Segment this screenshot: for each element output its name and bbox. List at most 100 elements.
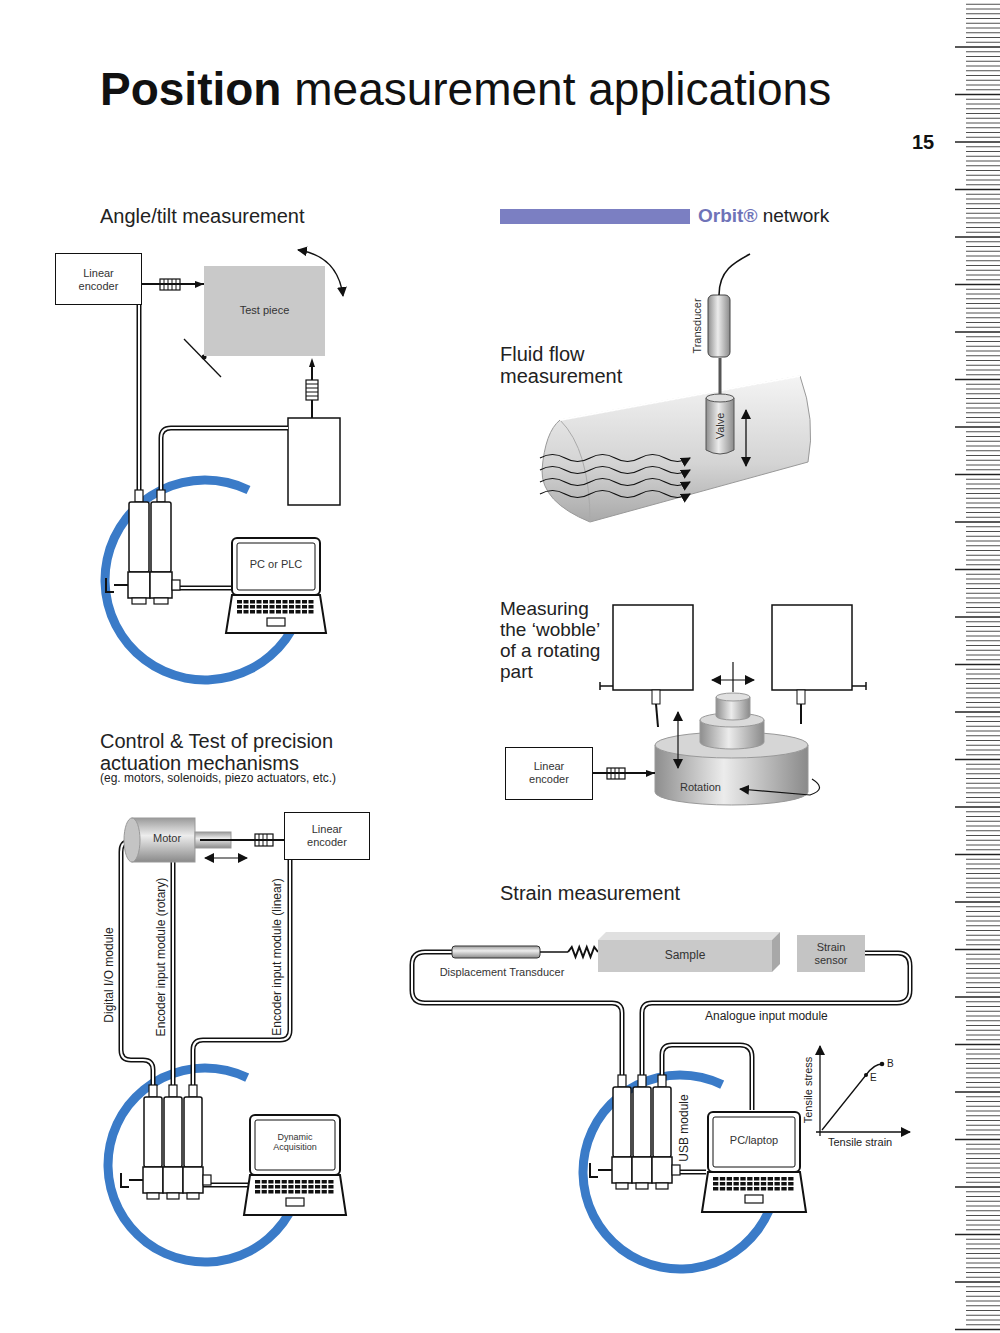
ruler-tick bbox=[966, 246, 1000, 247]
ruler-tick bbox=[966, 1025, 1000, 1026]
ruler-tick bbox=[966, 550, 1000, 551]
component-box: Test piece bbox=[204, 266, 325, 356]
ruler-tick bbox=[966, 194, 1000, 195]
laptop-key bbox=[282, 1190, 287, 1194]
laptop-key bbox=[275, 1190, 280, 1194]
laptop-key bbox=[781, 1187, 786, 1191]
ruler-tick bbox=[966, 484, 1000, 485]
laptop-key bbox=[740, 1182, 745, 1186]
ruler-tick bbox=[966, 441, 1000, 442]
probe-connector bbox=[142, 283, 204, 285]
ruler-tick bbox=[966, 1168, 1000, 1169]
ruler-tick bbox=[955, 949, 1000, 951]
motor-rig bbox=[172, 860, 174, 1085]
orbit-module-stack bbox=[106, 490, 180, 604]
ruler-tick bbox=[966, 1182, 1000, 1183]
ruler-tick bbox=[966, 279, 1000, 280]
ruler-tick bbox=[966, 374, 1000, 375]
text-label: B bbox=[887, 1058, 894, 1069]
ruler-tick bbox=[966, 1087, 1000, 1088]
ruler-tick bbox=[966, 308, 1000, 309]
ruler-tick bbox=[966, 13, 1000, 14]
laptop-key bbox=[283, 605, 288, 609]
ruler-tick bbox=[966, 792, 1000, 793]
laptop-key bbox=[775, 1177, 780, 1181]
component-label: Valve bbox=[714, 413, 727, 440]
ruler-tick bbox=[966, 1196, 1000, 1197]
ruler-tick bbox=[966, 85, 1000, 86]
laptop-display bbox=[237, 543, 315, 590]
ruler-tick bbox=[966, 75, 1000, 76]
laptop-key bbox=[781, 1177, 786, 1181]
module-base bbox=[612, 1157, 632, 1183]
tilt-rig bbox=[288, 418, 340, 505]
ruler-tick bbox=[966, 408, 1000, 409]
fluid-pipe bbox=[706, 398, 734, 454]
ruler-tick bbox=[966, 897, 1000, 898]
laptop-key bbox=[268, 1190, 273, 1194]
ruler-tick bbox=[966, 707, 1000, 708]
ruler-tick bbox=[966, 541, 1000, 542]
module-tab bbox=[656, 1183, 668, 1189]
ruler-tick bbox=[966, 127, 1000, 128]
module-tab bbox=[187, 1193, 199, 1199]
ruler-tick bbox=[966, 42, 1000, 43]
laptop-key bbox=[734, 1187, 739, 1191]
fluid-pipe bbox=[719, 254, 750, 295]
network-ring bbox=[101, 475, 782, 1273]
ruler-tick bbox=[966, 469, 1000, 470]
laptop-key bbox=[257, 605, 262, 609]
laptop-key bbox=[288, 1190, 293, 1194]
fluid-pipe bbox=[542, 376, 811, 522]
ruler-tick bbox=[966, 213, 1000, 214]
ruler-tick bbox=[966, 1296, 1000, 1297]
motor-rig bbox=[121, 842, 153, 1085]
laptop-key bbox=[761, 1182, 766, 1186]
laptop-key bbox=[262, 1190, 267, 1194]
text-label: 15 bbox=[912, 131, 934, 153]
ruler-tick bbox=[955, 284, 1000, 286]
ruler-tick bbox=[966, 403, 1000, 404]
ruler-tick bbox=[966, 1301, 1000, 1302]
module-plug bbox=[149, 1085, 157, 1097]
ruler-tick bbox=[966, 640, 1000, 641]
ruler-tick bbox=[955, 236, 1000, 238]
ruler-tick bbox=[966, 251, 1000, 252]
probe-connector bbox=[568, 947, 598, 957]
ruler-tick bbox=[966, 28, 1000, 29]
strain-rig bbox=[412, 952, 622, 1075]
component-box: Rotation bbox=[655, 740, 808, 805]
ruler-tick bbox=[966, 1201, 1000, 1202]
ruler-tick bbox=[955, 759, 1000, 761]
ruler-tick bbox=[966, 199, 1000, 200]
laptop-key bbox=[720, 1187, 725, 1191]
laptop-touchpad bbox=[286, 1198, 304, 1206]
laptop-key bbox=[302, 605, 307, 609]
laptop bbox=[702, 1112, 806, 1212]
text-label: E bbox=[870, 1072, 877, 1083]
ruler-tick bbox=[966, 963, 1000, 964]
ruler-tick bbox=[966, 208, 1000, 209]
ruler-tick bbox=[966, 1035, 1000, 1036]
ruler-tick bbox=[955, 1186, 1000, 1188]
module-tab bbox=[636, 1183, 648, 1189]
laptop-key bbox=[740, 1187, 745, 1191]
module-tab bbox=[147, 1193, 159, 1199]
ruler-tick bbox=[966, 750, 1000, 751]
wobble-rig bbox=[656, 704, 658, 727]
laptop-key bbox=[282, 1180, 287, 1184]
laptop-key bbox=[761, 1177, 766, 1181]
laptop-key bbox=[761, 1187, 766, 1191]
laptop-key bbox=[302, 610, 307, 614]
probe-connector bbox=[593, 772, 655, 774]
text-label: Measuring the ‘wobble’ of a rotating par… bbox=[500, 599, 610, 683]
ruler-tick bbox=[966, 460, 1000, 461]
text-label: Tensile strain bbox=[828, 1136, 892, 1148]
ruler-tick bbox=[966, 688, 1000, 689]
ruler-tick bbox=[966, 1320, 1000, 1321]
ruler-scale bbox=[955, 4, 1000, 1329]
ruler-tick bbox=[966, 1163, 1000, 1164]
laptop-screen bbox=[708, 1112, 800, 1172]
laptop-display bbox=[713, 1117, 795, 1167]
laptop-key bbox=[788, 1182, 793, 1186]
